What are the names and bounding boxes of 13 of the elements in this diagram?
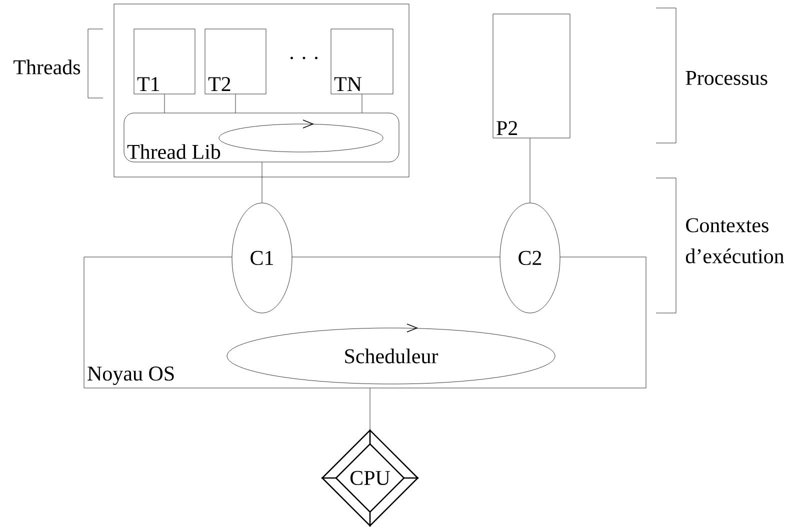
loop-ellipse	[218, 120, 384, 152]
thread-box: T1	[134, 28, 196, 94]
process-box: P2	[492, 14, 570, 138]
ellipsis-dots: . . .	[290, 56, 318, 60]
thread-box: T2	[204, 28, 266, 94]
connector-line	[235, 94, 236, 113]
thread-box: TN	[330, 28, 394, 94]
connector-line	[164, 94, 165, 113]
group-label: Contextes d’exécution	[686, 218, 784, 264]
process-box	[114, 4, 410, 178]
library-box: Thread Lib	[124, 112, 400, 162]
group-label: Threads	[14, 60, 80, 74]
group-label: Processus	[686, 71, 768, 85]
